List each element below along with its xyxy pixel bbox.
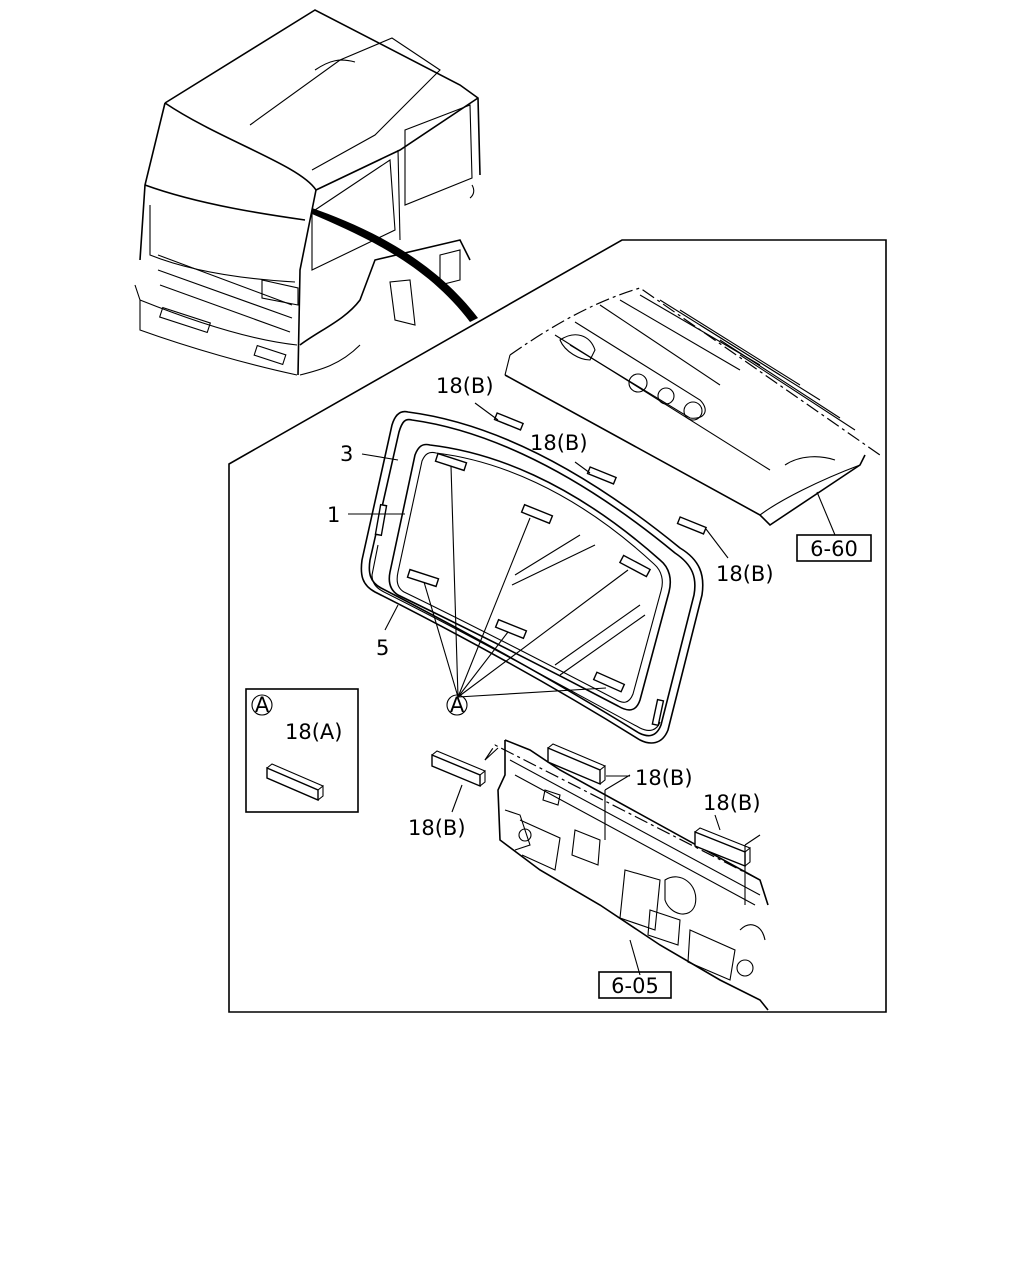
pad-18b-roof-right (676, 516, 708, 535)
callout-18b-cowl-left: 18(B) (408, 816, 466, 840)
pad-18a-6 (592, 671, 626, 693)
pad-18b-cowl-left (431, 750, 486, 788)
callout-18b-roof-right: 18(B) (716, 562, 774, 586)
callout-5: 5 (376, 636, 389, 660)
pad-18b-roof-mid (586, 466, 618, 485)
callout-1: 1 (327, 503, 340, 527)
callout-leaders (348, 402, 836, 976)
pad-18a-5 (494, 618, 528, 640)
pad-18a-3 (618, 554, 652, 578)
truck-cab-illustration (134, 9, 481, 376)
pad-18a-4 (406, 568, 440, 588)
pad-18b-cowl-right (694, 827, 751, 868)
callout-18b-cowl-right: 18(B) (703, 791, 761, 815)
cowl-panel-illustration (484, 739, 769, 1011)
ref-roof-panel: 6-60 (810, 537, 858, 561)
svg-text:A: A (450, 693, 465, 717)
marker-a: A (446, 693, 468, 717)
pad-18a-2 (520, 503, 554, 525)
detail-frame (228, 239, 887, 1013)
callout-18b-roof-mid: 18(B) (530, 431, 588, 455)
windshield-illustration (360, 410, 704, 744)
detail-box-a: A 18(A) (245, 688, 359, 813)
ref-box-roof: 6-60 (796, 534, 872, 562)
detail-label-18a: 18(A) (285, 720, 342, 744)
callout-3: 3 (340, 442, 353, 466)
callout-18b-cowl-mid: 18(B) (635, 766, 693, 790)
ref-cowl-panel: 6-05 (611, 974, 659, 998)
ref-box-cowl: 6-05 (598, 971, 672, 999)
pad-18b-cowl-mid (547, 743, 606, 786)
roof-panel-illustration (504, 287, 881, 527)
callout-18b-roof-left: 18(B) (436, 374, 494, 398)
pad-18a-1 (434, 452, 468, 472)
pad-18b-roof-left (493, 412, 525, 431)
detail-marker-a: A (255, 693, 270, 717)
leader-lines-a (423, 465, 629, 698)
